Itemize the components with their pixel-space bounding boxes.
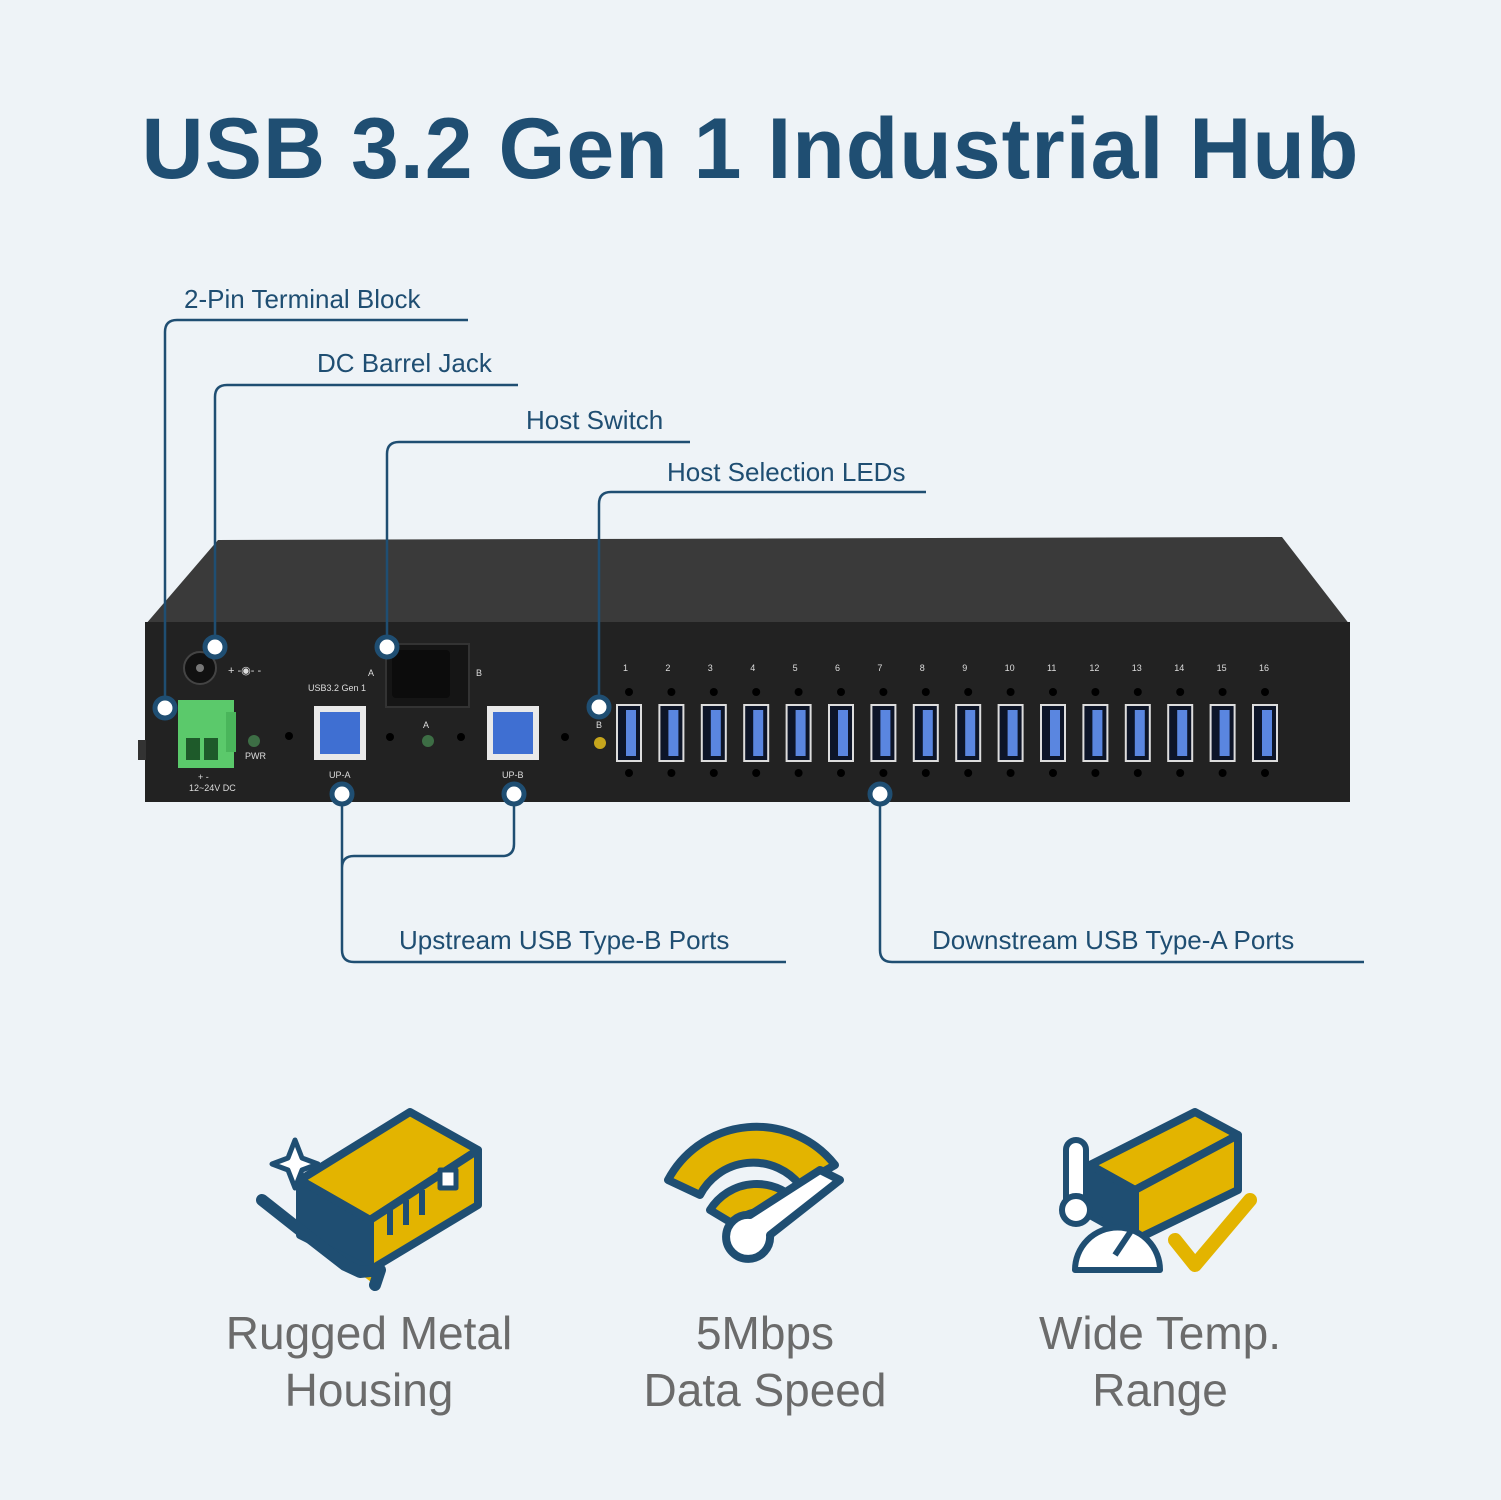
callout-dot-terminal: [152, 695, 178, 721]
switch-a-label: A: [368, 668, 375, 678]
hub-top-face: [145, 537, 1350, 625]
rugged-housing-icon: [256, 1108, 482, 1291]
feature-rugged-housing: Rugged Metal Housing: [169, 1305, 569, 1419]
callout-dot-switch: [374, 634, 400, 660]
downstream-port: [1040, 688, 1066, 777]
downstream-port: [743, 688, 770, 777]
voltage-label: 12~24V DC: [189, 783, 236, 793]
switch-b-label: B: [476, 668, 483, 678]
downstream-port: [828, 688, 854, 777]
callout-downstream-ports: Downstream USB Type-A Ports: [932, 925, 1295, 955]
port-number: 1: [623, 663, 629, 673]
callout-dot-dc-jack: [202, 634, 228, 660]
downstream-port: [912, 688, 939, 777]
feature-line1: Wide Temp.: [1038, 1307, 1282, 1359]
pwr-led: [248, 735, 260, 747]
downstream-port: [1167, 688, 1194, 777]
port-number: 13: [1131, 663, 1142, 673]
port-number: 4: [750, 663, 756, 673]
port-number: 10: [1004, 663, 1015, 673]
port-number: 12: [1089, 663, 1100, 673]
downstream-port: [870, 688, 897, 777]
port-number: 16: [1259, 663, 1270, 673]
feature-wide-temp: Wide Temp. Range: [960, 1305, 1360, 1419]
host-led-a: [422, 735, 434, 747]
port-number: 2: [665, 663, 671, 673]
callout-dc-barrel-jack: DC Barrel Jack: [317, 348, 492, 378]
callout-dot-leds: [586, 694, 612, 720]
downstream-port: [955, 688, 982, 777]
feature-line2: Housing: [284, 1364, 454, 1416]
callout-lines: [152, 318, 1364, 964]
downstream-port: [658, 688, 685, 777]
callout-host-leds: Host Selection LEDs: [667, 457, 906, 487]
feature-line1: 5Mbps: [695, 1307, 835, 1359]
feature-data-speed: 5Mbps Data Speed: [565, 1305, 965, 1419]
downstream-port: [1082, 688, 1109, 777]
port-number: 8: [919, 663, 925, 673]
data-speed-icon: [664, 1122, 844, 1263]
port-number: 14: [1174, 663, 1185, 673]
up-b-label: UP-B: [502, 770, 524, 780]
callout-dot-downstream: [867, 781, 893, 807]
up-a-label: UP-A: [329, 770, 351, 780]
usb-hub-device: [138, 537, 1350, 802]
downstream-port: [700, 688, 727, 777]
feature-line2: Range: [1092, 1364, 1228, 1416]
downstream-port: [1209, 688, 1236, 777]
port-number: 6: [835, 663, 841, 673]
callout-dot-up-b: [501, 781, 527, 807]
page-title: USB 3.2 Gen 1 Industrial Hub: [141, 101, 1360, 197]
power-polarity-symbol: + -◉- -: [228, 665, 262, 677]
pwr-label: PWR: [245, 751, 266, 761]
callout-upstream-ports: Upstream USB Type-B Ports: [399, 925, 730, 955]
host-led-b: [594, 737, 606, 749]
downstream-port: [1124, 688, 1151, 777]
downstream-port: [785, 688, 812, 777]
feature-line1: Rugged Metal: [225, 1307, 513, 1359]
port-number: 15: [1216, 663, 1227, 673]
callout-host-switch: Host Switch: [526, 405, 664, 435]
led-b-label: B: [596, 720, 603, 730]
led-a-label: A: [423, 720, 430, 730]
usb-version-label: USB3.2 Gen 1: [308, 683, 367, 693]
downstream-port: [1252, 688, 1278, 777]
callout-terminal-block: 2-Pin Terminal Block: [184, 284, 421, 314]
port-number: 5: [792, 663, 798, 673]
downstream-port: [997, 688, 1024, 777]
feature-line2: Data Speed: [643, 1364, 887, 1416]
port-number: 11: [1047, 663, 1057, 673]
port-number: 7: [877, 663, 883, 673]
downstream-port: [616, 688, 642, 777]
port-number: 3: [707, 663, 713, 673]
polarity-label: + -: [198, 772, 209, 782]
wide-temp-icon: [1059, 1108, 1257, 1273]
callout-dot-up-a: [329, 781, 355, 807]
port-number: 9: [962, 663, 968, 673]
